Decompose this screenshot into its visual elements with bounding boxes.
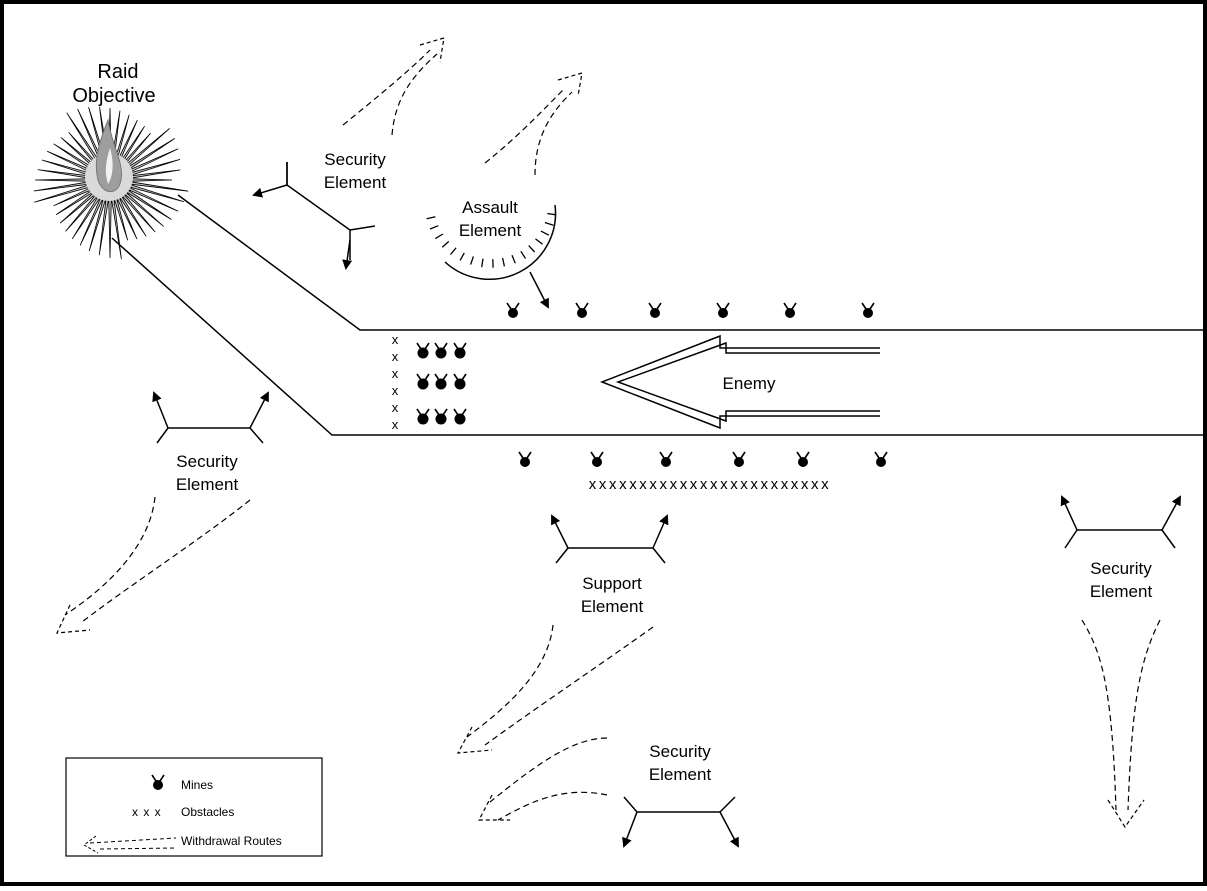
enemy-label: Enemy [723, 374, 776, 393]
assault-hash-mark [521, 251, 526, 258]
support-label-line2: Element [581, 597, 644, 616]
assault-hash-mark [442, 241, 449, 247]
assault-label-line1: Assault [462, 198, 518, 217]
security-element-bottom-symbol [624, 797, 738, 846]
support-element-symbol [552, 516, 667, 563]
assault-hash-mark [512, 255, 515, 263]
objective-title-line1: Raid [97, 61, 138, 83]
svg-text:x: x [392, 383, 399, 398]
assault-hash-mark [460, 253, 464, 261]
assault-hash-mark [471, 257, 474, 265]
security-top-label-line1: Security [324, 150, 386, 169]
legend-routes-label: Withdrawal Routes [181, 834, 282, 848]
mine-row-top [507, 303, 874, 318]
assault-hash-mark [427, 217, 436, 219]
assault-hash-mark [536, 239, 543, 244]
assault-hash-mark [545, 223, 554, 226]
security-element-left-symbol [154, 393, 268, 443]
raid-objective-burst-icon [34, 107, 188, 259]
mine [660, 452, 672, 467]
mine [784, 303, 796, 318]
mine [862, 303, 874, 318]
svg-text:x: x [392, 349, 399, 364]
assault-hash-mark [529, 246, 535, 252]
obstacle-row: xxxxxxxxxxxxxxxxxxxxxxxx [589, 476, 831, 493]
mine [507, 303, 519, 318]
support-label-line1: Support [582, 574, 642, 593]
mine [797, 452, 809, 467]
svg-text:x: x [392, 400, 399, 415]
mine [591, 452, 603, 467]
security-right-label-line1: Security [1090, 559, 1152, 578]
legend-obstacles-symbol: x x x [132, 805, 162, 819]
objective-title-line2: Objective [72, 85, 155, 107]
svg-text:x: x [392, 332, 399, 347]
mine [519, 452, 531, 467]
security-right-label-line2: Element [1090, 582, 1153, 601]
mine [649, 303, 661, 318]
mine-row-bottom [519, 452, 887, 467]
assault-hash-mark [482, 259, 483, 268]
svg-text:x: x [392, 417, 399, 432]
assault-hash-mark [430, 226, 438, 229]
security-left-label-line1: Security [176, 452, 238, 471]
security-bottom-label-line1: Security [649, 742, 711, 761]
mine [717, 303, 729, 318]
legend-mines-label: Mines [181, 778, 213, 792]
security-bottom-label-line2: Element [649, 765, 712, 784]
security-left-label-line2: Element [176, 475, 239, 494]
legend: Mines x x x Obstacles Withdrawal Routes [66, 758, 322, 856]
security-element-right-symbol [1062, 497, 1180, 548]
mine-cluster [417, 343, 466, 425]
mine [875, 452, 887, 467]
withdrawal-routes [57, 38, 1160, 827]
obstacle-column: x x x x x x [392, 332, 399, 432]
assault-hash-mark [503, 258, 505, 266]
assault-hash-mark [435, 234, 443, 239]
legend-obstacles-label: Obstacles [181, 805, 234, 819]
mine [576, 303, 588, 318]
assault-label-line2: Element [459, 221, 522, 240]
assault-hash-mark [541, 231, 549, 235]
security-top-label-line2: Element [324, 173, 387, 192]
svg-text:x: x [392, 366, 399, 381]
mine [733, 452, 745, 467]
assault-hash-mark [451, 248, 457, 255]
